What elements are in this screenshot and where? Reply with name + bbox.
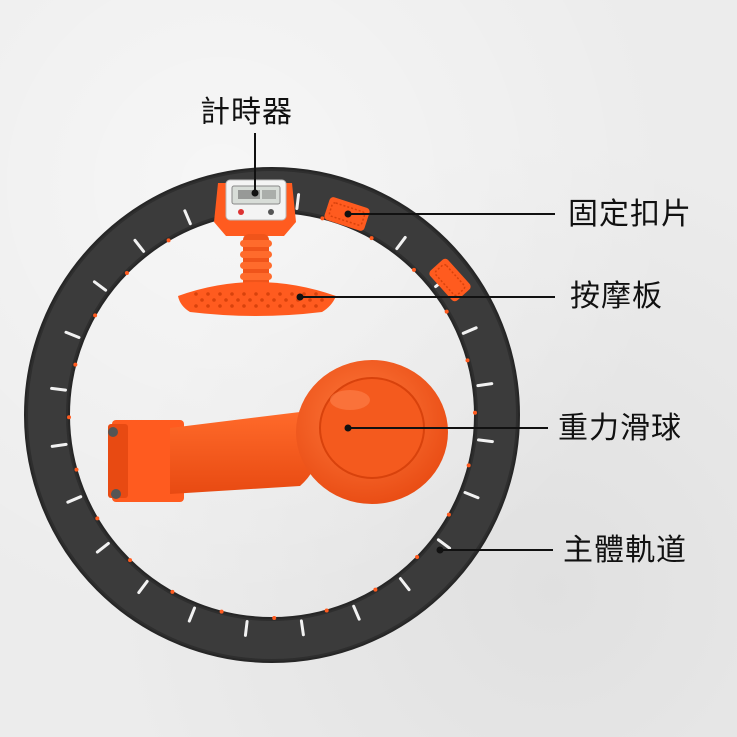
callout-leaders <box>254 133 555 551</box>
track-slot <box>299 619 305 637</box>
track-joint-dot <box>446 512 451 517</box>
track-joint-dot <box>415 554 420 559</box>
track-joint-dot <box>373 587 378 592</box>
massage-nub <box>206 292 210 296</box>
track-joint-dot <box>67 415 72 420</box>
massage-nub <box>248 298 252 302</box>
track-joint-dot <box>170 589 175 594</box>
massage-nub <box>194 292 198 296</box>
track-joint-dot <box>124 271 129 276</box>
label-main-track: 主體軌道 <box>563 533 687 568</box>
timer-button-icon <box>268 209 274 215</box>
track-slot <box>50 442 68 448</box>
track-joint-dot <box>411 267 416 272</box>
massage-nub <box>242 292 246 296</box>
massage-nub <box>254 304 258 308</box>
track-slot <box>352 604 361 621</box>
track-joint-dot <box>465 358 470 363</box>
massage-nub <box>254 292 258 296</box>
massage-nub <box>284 298 288 302</box>
track-joint-dot <box>444 309 449 314</box>
track-slot <box>187 606 197 623</box>
track-joint-dot <box>320 216 325 221</box>
massage-nub <box>242 304 246 308</box>
track-slot <box>295 193 301 210</box>
massage-nub <box>278 292 282 296</box>
massage-nub <box>272 298 276 302</box>
massage-nub <box>290 304 294 308</box>
track-joint-dot <box>95 516 100 521</box>
track-joint-dot <box>74 467 79 472</box>
track-slot <box>133 238 146 253</box>
massage-nub <box>218 292 222 296</box>
track-segment-slots <box>50 193 494 637</box>
massage-nub <box>320 298 324 302</box>
massage-nub <box>266 304 270 308</box>
massage-nub <box>212 298 216 302</box>
massage-nub <box>314 304 318 308</box>
track-joint-dot <box>369 236 374 241</box>
massage-nub <box>260 298 264 302</box>
gravity-ball <box>108 360 448 504</box>
massage-nub <box>266 292 270 296</box>
track-slot <box>92 280 108 292</box>
track-slot <box>50 386 67 392</box>
label-gravity-ball: 重力滑球 <box>558 411 682 446</box>
track-slot <box>183 209 192 226</box>
label-massage-board: 按摩板 <box>570 279 663 314</box>
track-slot <box>476 382 494 388</box>
label-timer: 計時器 <box>200 95 293 130</box>
track-slot <box>66 495 83 504</box>
track-slot <box>95 541 110 554</box>
massage-nub <box>206 304 210 308</box>
track-joint-dot <box>73 362 78 367</box>
track-slot <box>137 579 149 595</box>
massage-nub <box>236 298 240 302</box>
timer-assembly <box>178 179 336 316</box>
massage-nub <box>230 304 234 308</box>
track-joint-dot <box>219 609 224 614</box>
massage-nub <box>314 292 318 296</box>
label-fixed-clip: 固定扣片 <box>568 197 692 232</box>
spring-column <box>240 234 272 290</box>
track-joint-dot <box>324 608 329 613</box>
track-joint-dot <box>466 463 471 468</box>
massage-nub <box>230 292 234 296</box>
massage-nub <box>218 304 222 308</box>
massage-nub <box>224 298 228 302</box>
track-joint-dot <box>166 238 171 243</box>
track-joint-dot <box>93 313 98 318</box>
callout-dots <box>251 189 444 554</box>
track-slot <box>477 438 494 444</box>
track-slot <box>243 620 249 637</box>
massage-nub <box>302 304 306 308</box>
massage-nub <box>278 304 282 308</box>
track-slot <box>64 330 81 340</box>
track-slot <box>395 235 407 251</box>
track-slot <box>461 326 478 335</box>
massage-nub <box>290 292 294 296</box>
track-slot <box>398 577 411 592</box>
massage-nub <box>302 292 306 296</box>
timer-button-icon <box>238 209 244 215</box>
massage-nub <box>194 304 198 308</box>
track-slot <box>436 538 452 550</box>
track-slot <box>463 490 480 500</box>
massage-nub <box>200 298 204 302</box>
track-joint-dot <box>272 615 277 620</box>
massage-nub <box>308 298 312 302</box>
massage-board <box>178 282 336 316</box>
track-joint-dot <box>472 410 477 415</box>
track-joint-dot <box>128 558 133 563</box>
